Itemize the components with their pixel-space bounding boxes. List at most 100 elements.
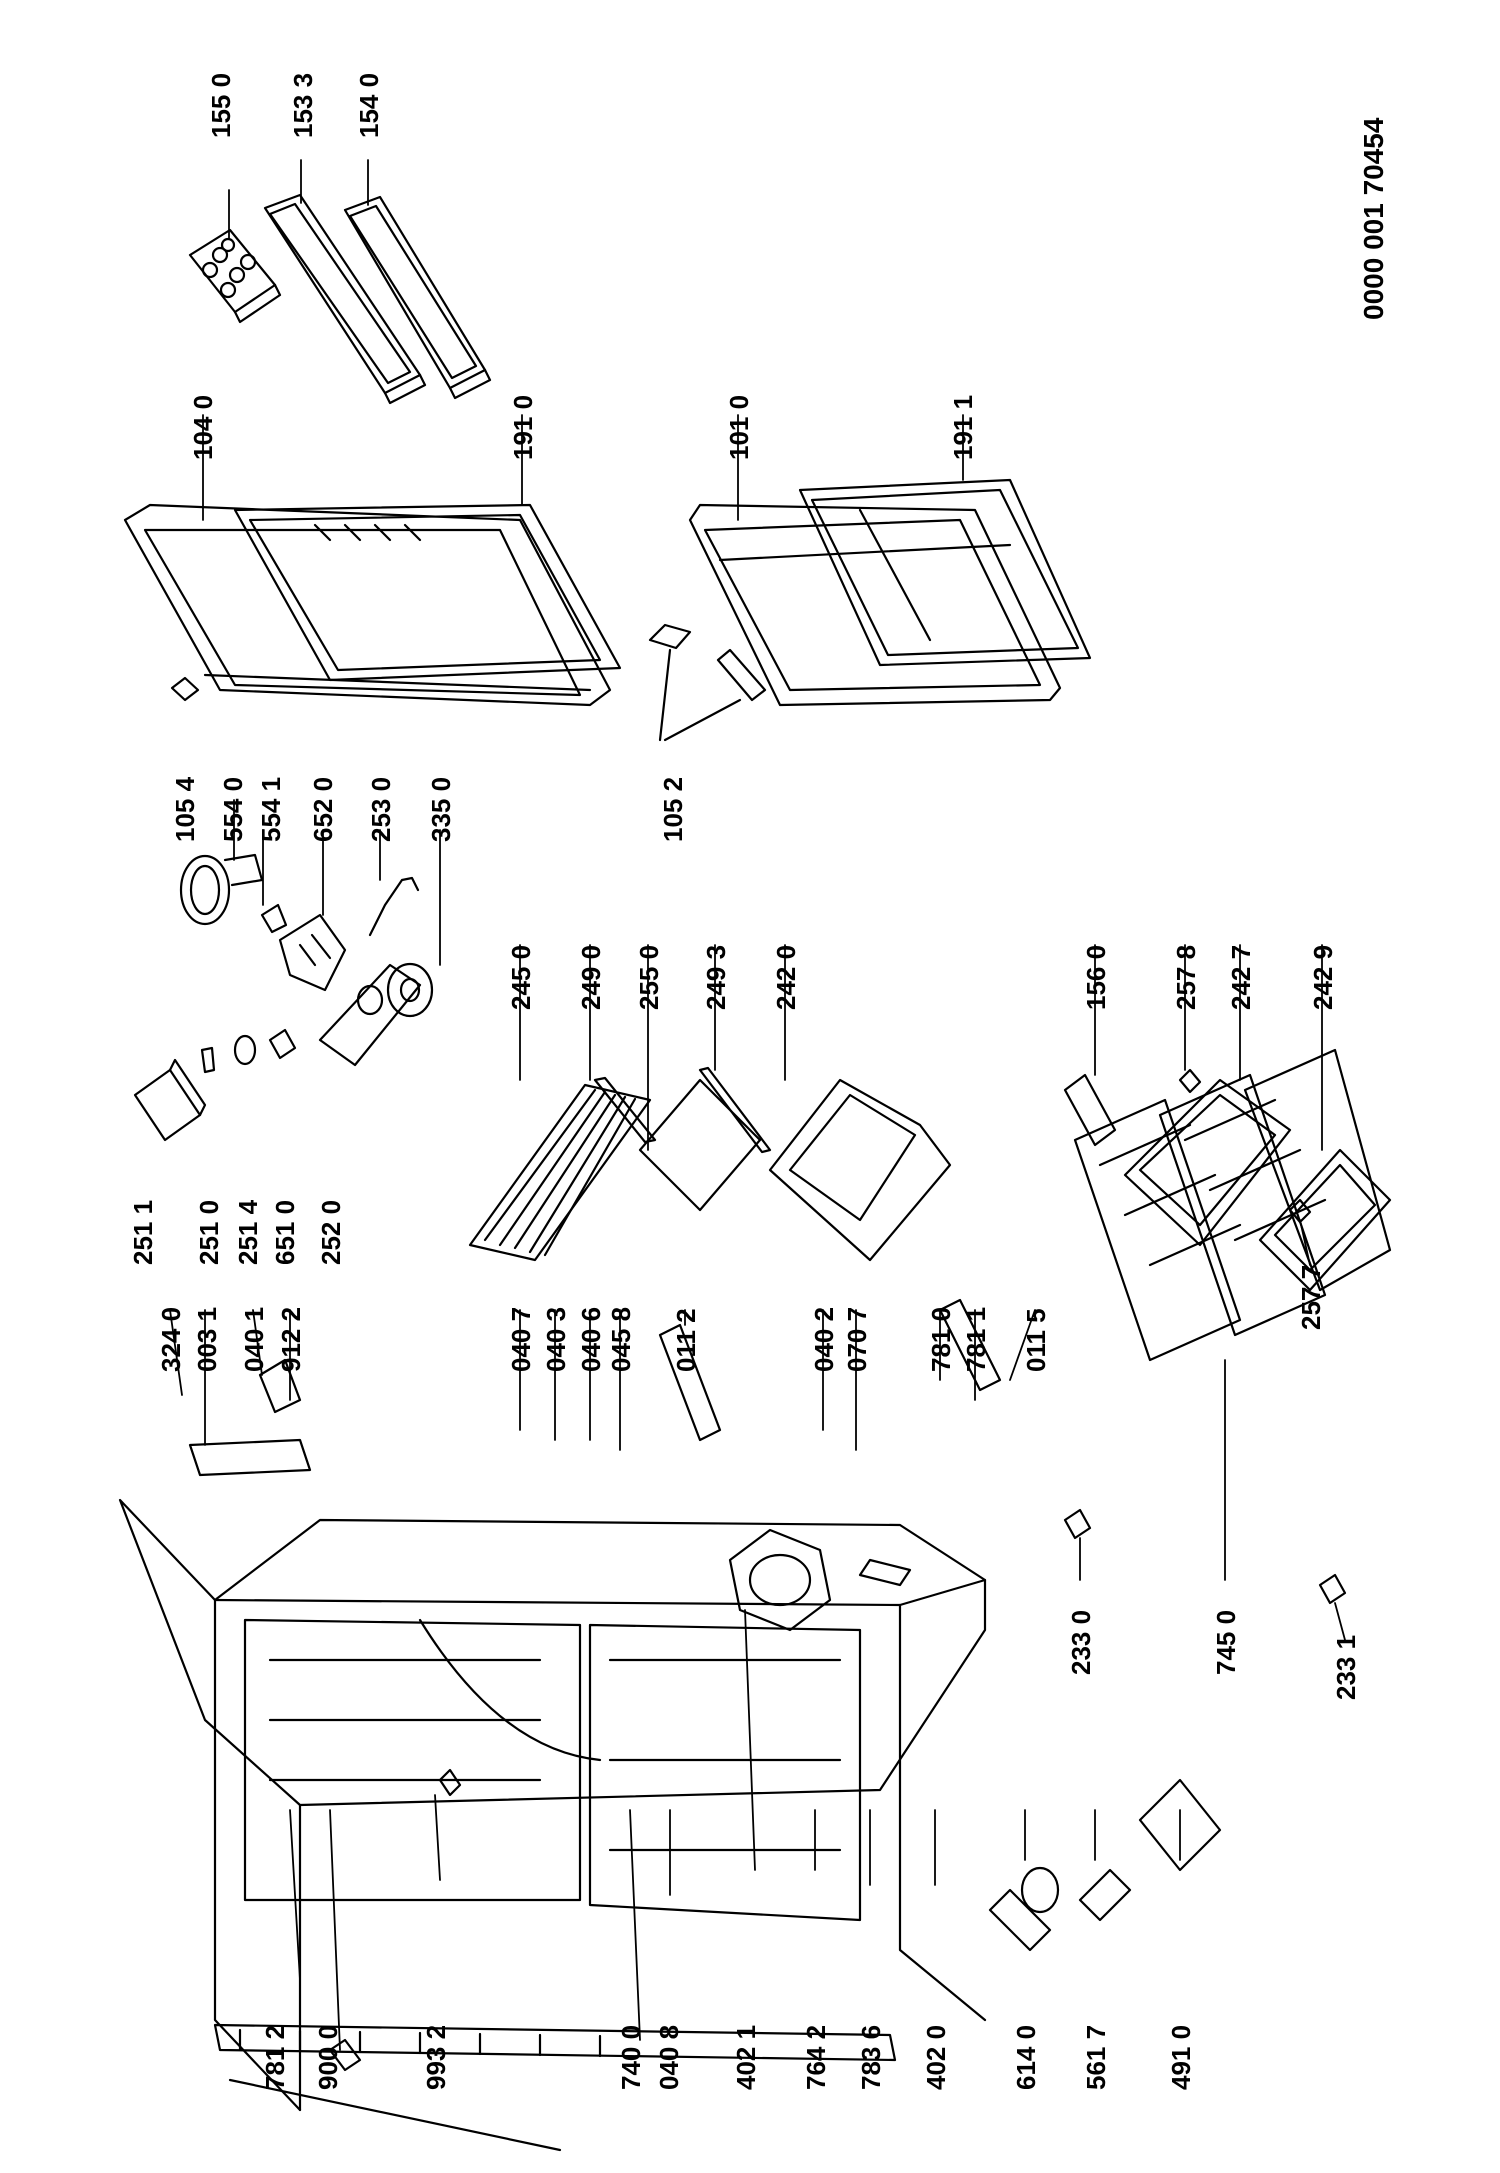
cover-491-0 bbox=[1138, 1778, 1222, 1872]
knob-335-0 bbox=[386, 962, 434, 1018]
hinge-105-2 bbox=[648, 623, 767, 742]
clip-251-0 bbox=[200, 1046, 216, 1074]
hinge-105-4 bbox=[170, 676, 200, 702]
cabinet-body bbox=[118, 1498, 987, 2112]
label-993-2: 993 2 bbox=[421, 2024, 451, 2090]
label-402-1: 402 1 bbox=[731, 2024, 761, 2090]
shelf-trim-249-0 bbox=[593, 1076, 657, 1144]
label-912-2: 912 2 bbox=[276, 1306, 306, 1372]
upper-door-104-0 bbox=[123, 503, 612, 707]
label-154-0: 154 0 bbox=[354, 72, 384, 138]
label-652-0: 652 0 bbox=[308, 776, 338, 842]
label-191-1: 191 1 bbox=[948, 394, 978, 460]
relay-614-0 bbox=[988, 1866, 1060, 1952]
label-255-0: 255 0 bbox=[634, 944, 664, 1010]
label-040-7: 040 7 bbox=[506, 1306, 536, 1372]
condenser-740-0 bbox=[213, 2023, 897, 2062]
lower-door-101-0 bbox=[688, 503, 1062, 707]
label-045-8: 045 8 bbox=[606, 1306, 636, 1372]
label-257-8: 257 8 bbox=[1171, 944, 1201, 1010]
label-251-1: 251 1 bbox=[128, 1199, 158, 1265]
shelf-trim-249-3 bbox=[698, 1066, 772, 1154]
label-745-0: 745 0 bbox=[1211, 1609, 1241, 1675]
label-040-6: 040 6 bbox=[576, 1306, 606, 1372]
glass-shelf-255-0 bbox=[638, 1078, 762, 1212]
label-781-1: 781 1 bbox=[961, 1306, 991, 1372]
label-554-1: 554 1 bbox=[256, 776, 286, 842]
drawer-242-7 bbox=[1123, 1078, 1292, 1247]
label-651-0: 651 0 bbox=[270, 1199, 300, 1265]
door-shelf-153-3 bbox=[263, 193, 427, 405]
label-740-0: 740 0 bbox=[616, 2024, 646, 2090]
label-011-5: 011 5 bbox=[1021, 1308, 1051, 1372]
thermostat-652-0 bbox=[278, 913, 347, 992]
light-switch-993-2 bbox=[438, 1768, 462, 1797]
label-249-0: 249 0 bbox=[576, 944, 606, 1010]
label-233-1: 233 1 bbox=[1331, 1634, 1361, 1700]
top-trim-003-1 bbox=[188, 1438, 312, 1477]
thermostat-housing-252-0 bbox=[318, 963, 422, 1067]
drawer-stop-257-8 bbox=[1178, 1068, 1202, 1094]
label-781-0: 781 0 bbox=[926, 1306, 956, 1372]
label-070-7: 070 7 bbox=[842, 1306, 872, 1372]
wire-basket-745-0 bbox=[1073, 1048, 1392, 1362]
door-shelf-154-0 bbox=[343, 195, 492, 400]
drain-tube-781-2 bbox=[228, 2078, 562, 2152]
clip-233-1 bbox=[1318, 1573, 1347, 1605]
label-554-0: 554 0 bbox=[218, 776, 248, 842]
label-155-0: 155 0 bbox=[206, 72, 236, 138]
label-040-1: 040 1 bbox=[239, 1306, 269, 1372]
bulb-651-0 bbox=[268, 1028, 297, 1060]
document-number: 0000 001 70454 bbox=[1358, 117, 1389, 320]
label-242-0: 242 0 bbox=[771, 944, 801, 1010]
wire-shelf-245-0 bbox=[468, 1083, 652, 1262]
label-252-0: 252 0 bbox=[316, 1199, 346, 1265]
door-gasket-191-0 bbox=[233, 503, 622, 682]
lamp-cover-554-0 bbox=[179, 853, 264, 926]
starter-561-7 bbox=[1078, 1868, 1132, 1922]
ice-tray-156-0 bbox=[1063, 1073, 1117, 1147]
ring-251-4 bbox=[233, 1034, 257, 1066]
label-335-0: 335 0 bbox=[426, 776, 456, 842]
label-156-0: 156 0 bbox=[1081, 944, 1111, 1010]
drawer-stop-257-7 bbox=[1288, 1198, 1312, 1224]
side-rail-011-5 bbox=[938, 1298, 1002, 1392]
label-900-0: 900 0 bbox=[313, 2024, 343, 2090]
label-104-0: 104 0 bbox=[188, 394, 218, 460]
label-783-6: 783 6 bbox=[856, 2024, 886, 2090]
label-245-0: 245 0 bbox=[506, 944, 536, 1010]
label-561-7: 561 7 bbox=[1081, 2024, 1111, 2090]
label-249-3: 249 3 bbox=[701, 944, 731, 1010]
compressor-402-1 bbox=[728, 1528, 832, 1632]
label-233-0: 233 0 bbox=[1066, 1609, 1096, 1675]
label-781-2: 781 2 bbox=[260, 2024, 290, 2090]
label-105-4: 105 4 bbox=[170, 776, 200, 842]
lamp-holder-554-1 bbox=[260, 903, 288, 934]
label-242-7: 242 7 bbox=[1226, 944, 1256, 1010]
label-242-9: 242 9 bbox=[1308, 944, 1338, 1010]
label-040-3: 040 3 bbox=[541, 1306, 571, 1372]
clip-233-0 bbox=[1063, 1508, 1092, 1540]
label-040-2: 040 2 bbox=[809, 1306, 839, 1372]
label-402-0: 402 0 bbox=[921, 2024, 951, 2090]
filter-764-2 bbox=[858, 1558, 912, 1587]
bracket-040-1 bbox=[258, 1358, 302, 1414]
label-253-0: 253 0 bbox=[366, 776, 396, 842]
rear-panel-curve bbox=[418, 1618, 602, 1762]
label-011-2: 011 2 bbox=[671, 1308, 701, 1372]
label-764-2: 764 2 bbox=[801, 2024, 831, 2090]
label-003-1: 003 1 bbox=[192, 1306, 222, 1372]
door-gasket-191-1 bbox=[798, 478, 1092, 667]
leader-lines bbox=[169, 159, 1346, 2051]
fan-251-1 bbox=[133, 1058, 207, 1142]
label-191-0: 191 0 bbox=[508, 394, 538, 460]
label-251-0: 251 0 bbox=[194, 1199, 224, 1265]
crisper-242-0 bbox=[768, 1078, 952, 1262]
label-101-0: 101 0 bbox=[724, 394, 754, 460]
label-324-0: 324 0 bbox=[156, 1306, 186, 1372]
label-614-0: 614 0 bbox=[1011, 2024, 1041, 2090]
label-040-8: 040 8 bbox=[654, 2024, 684, 2090]
egg-tray-155-0 bbox=[188, 228, 282, 324]
